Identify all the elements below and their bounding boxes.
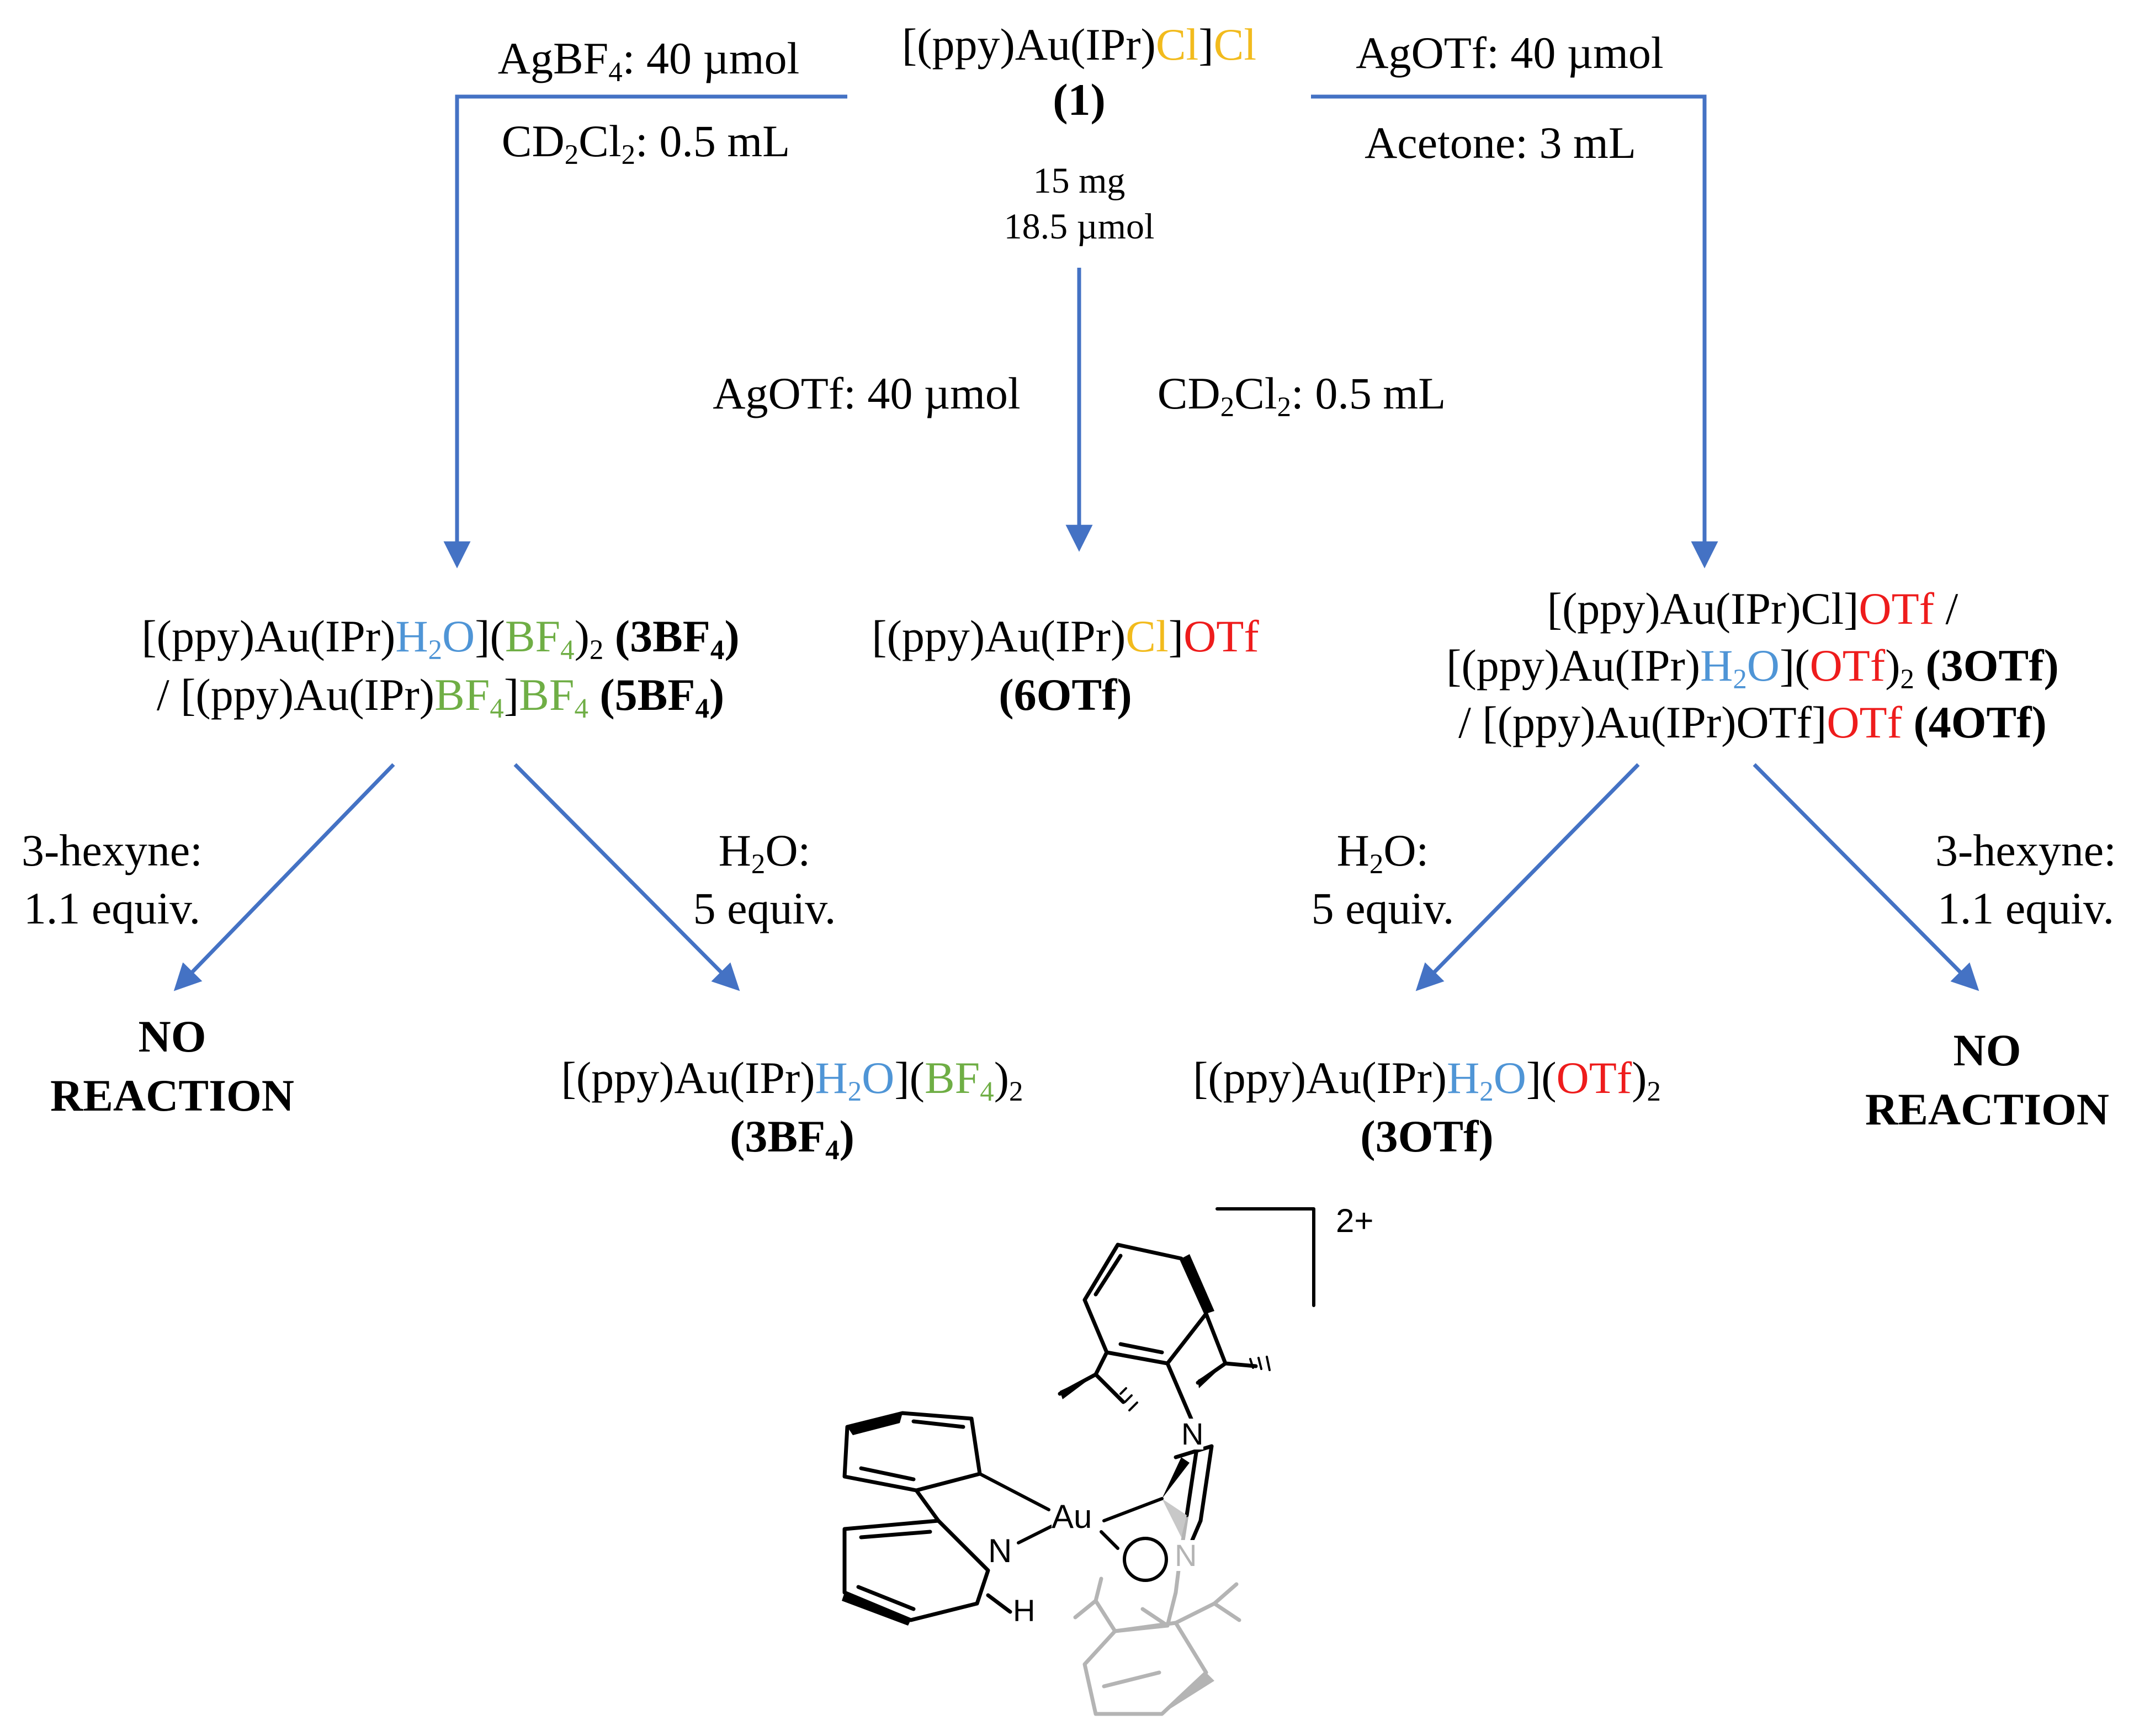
- middle-solvent: CD2Cl2: 0.5 mL: [1157, 368, 1446, 423]
- left-product-line1: [(ppy)Au(IPr)H2O](BF4)2 (3BF4): [141, 611, 740, 666]
- start-formula: [(ppy)Au(IPr)Cl]Cl: [901, 19, 1257, 70]
- left-reagent: AgBF4: 40 µmol: [497, 33, 800, 88]
- final-left-formula: [(ppy)Au(IPr)H2O](BF4)2: [561, 1053, 1023, 1107]
- right-product-line1: [(ppy)Au(IPr)Cl]OTf /: [1547, 583, 1958, 634]
- middle-reagent: AgOTf: 40 µmol: [713, 368, 1021, 418]
- start-amount: 18.5 µmol: [1004, 206, 1155, 247]
- right-reagent: AgOTf: 40 µmol: [1356, 28, 1664, 78]
- grey-wedge: [1162, 1673, 1214, 1714]
- charge-bracket: [1215, 1207, 1315, 1307]
- left-water-line1: H2O:: [718, 825, 811, 880]
- left-product-line2: / [(ppy)Au(IPr)BF4]BF4 (5BF4): [156, 670, 725, 724]
- left-solvent: CD2Cl2: 0.5 mL: [501, 116, 790, 171]
- left-water-line2: 5 equiv.: [693, 883, 836, 933]
- imidazole-n1-label: N: [1181, 1416, 1204, 1451]
- molecular-structure: [842, 1207, 1315, 1716]
- right-hexyne-line1: 3-hexyne:: [1935, 825, 2116, 875]
- arrow-right-water: [1415, 763, 1640, 991]
- arrow-to-right-product: [1311, 94, 1718, 569]
- middle-product-formula: [(ppy)Au(IPr)Cl]OTf: [872, 611, 1259, 661]
- arrow-left-hexyne: [173, 763, 395, 991]
- right-product-line3: / [(ppy)Au(IPr)OTf]OTf (4OTf): [1458, 697, 2047, 747]
- final-right-label: (3OTf): [1360, 1111, 1494, 1161]
- start-label: (1): [1053, 75, 1106, 125]
- right-water-line2: 5 equiv.: [1311, 883, 1454, 933]
- charge-label: 2+: [1336, 1202, 1374, 1239]
- final-left-label: (3BF4): [730, 1111, 854, 1166]
- au-atom-label: Au: [1052, 1498, 1092, 1535]
- start-mass: 15 mg: [1033, 161, 1126, 201]
- right-product-line2: [(ppy)Au(IPr)H2O](OTf)2 (3OTf): [1446, 640, 2059, 695]
- left-hexyne-line2: 1.1 equiv.: [23, 883, 201, 933]
- imidazole-n2-label: N: [1175, 1538, 1197, 1573]
- final-right-formula: [(ppy)Au(IPr)H2O](OTf)2: [1193, 1053, 1661, 1107]
- pyridine-n-label: N: [988, 1532, 1012, 1569]
- arrow-left-water: [513, 763, 740, 991]
- left-hexyne-line1: 3-hexyne:: [22, 825, 203, 875]
- right-water-line1: H2O:: [1336, 825, 1429, 880]
- right-hexyne-line2: 1.1 equiv.: [1937, 883, 2115, 933]
- right-solvent: Acetone: 3 mL: [1365, 118, 1636, 168]
- upper-aryl-wedge: [1181, 1254, 1214, 1314]
- hydrogen-label: H: [1013, 1593, 1036, 1628]
- middle-product-label: (6OTf): [999, 670, 1132, 720]
- arrow-to-left-product: [443, 94, 847, 569]
- arrow-right-hexyne: [1753, 763, 1979, 991]
